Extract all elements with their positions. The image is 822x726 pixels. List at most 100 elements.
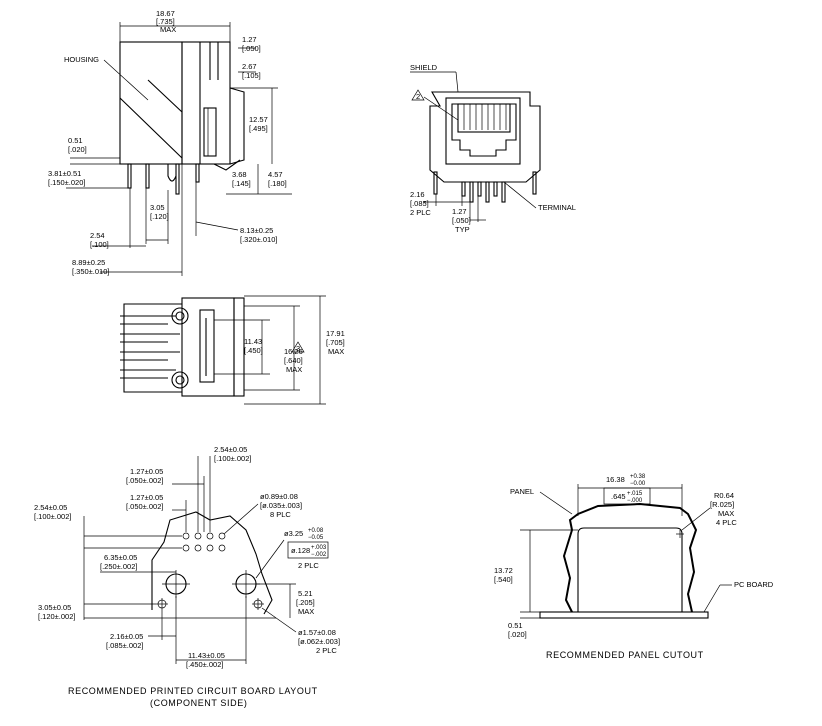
dim-2-16-pcb-mm: 2.16±0.05 (110, 632, 143, 641)
panel-cutout-annotations: PANEL 16.38 +0.38 −0.00 .645 +.015 −.000… (494, 474, 774, 660)
dim-1-27-front-mm: 1.27 (452, 207, 467, 216)
side-view-outline (119, 41, 245, 195)
label-pc-board: PC BOARD (734, 580, 774, 589)
dim-6-35-in: [.250±.002] (100, 562, 137, 571)
dim-2-54-pcb-in: [.100±.002] (214, 454, 251, 463)
dim-0-51-panel-mm: 0.51 (508, 621, 523, 630)
pcb-layout-outline (84, 511, 276, 619)
dim-1-57-in: [ø.062±.003] (298, 637, 340, 646)
dim-16-38-plus: +0.38 (630, 474, 646, 480)
dim-11-43-pcb-mm: 11.43±0.05 (188, 651, 225, 660)
dim-2-54-in: [.100] (90, 240, 109, 249)
pcb-layout-subcaption: (COMPONENT SIDE) (150, 698, 247, 708)
dim-12-57-mm: 12.57 (249, 115, 268, 124)
dim-16-38-in: .645 (611, 492, 626, 501)
dim-1-27-mm: 1.27 (242, 35, 257, 44)
dim-2-67-in: [.105] (242, 71, 261, 80)
top-view: 11.43 [.450] 3 16.26 [.640] MAX 17.91 [.… (120, 295, 345, 405)
dim-1-27b-in: [.050±.002] (126, 502, 163, 511)
side-view: 18.67 [.735] MAX HOUSING 1.27 [.050] 2.6… (48, 9, 292, 276)
dim-3-68-in: [.145] (232, 179, 251, 188)
dim-16-38-inch-box (603, 487, 651, 505)
dim-1-27a-mm: 1.27±0.05 (130, 467, 163, 476)
dim-18-67-mm: 18.67 (156, 9, 175, 18)
dim-3-05-in: [.120] (150, 212, 169, 221)
dim-18-67-in: [.735] (156, 17, 175, 26)
pcb-layout-dimensions: 2.54±0.05 [.100±.002] 1.27±0.05 [.050±.0… (34, 445, 340, 708)
dim-12-57-in: [.495] (249, 124, 268, 133)
dim-16-38-minus: −0.00 (630, 481, 646, 487)
dim-3-05-pcb-in: [.120±.002] (38, 612, 75, 621)
dim-1-27-in: [.050] (242, 44, 261, 53)
dim-r0-64-max: MAX (718, 509, 734, 518)
dim-8-89-mm: 8.89±0.25 (72, 258, 105, 267)
dim-4-57-mm: 4.57 (268, 170, 283, 179)
dim-2-16-mm: 2.16 (410, 190, 425, 199)
panel-cutout-outline (520, 502, 709, 619)
panel-cutout-caption: RECOMMENDED PANEL CUTOUT (546, 650, 704, 660)
note-2-number: 2 (416, 92, 420, 101)
dim-0-51-in: [.020] (68, 145, 87, 154)
label-housing: HOUSING (64, 55, 99, 64)
dim-2-54-mm: 2.54 (90, 231, 105, 240)
dim-8-89-in: [.350±.010] (72, 267, 109, 276)
dim-5-21-mm: 5.21 (298, 589, 313, 598)
dim-6-35-mm: 6.35±0.05 (104, 553, 137, 562)
dim-0-89-plc: 8 PLC (270, 510, 291, 519)
dim-16-38-in-plus: +.015 (627, 491, 643, 497)
dim-3-05-mm: 3.05 (150, 203, 165, 212)
dim-1-57-mm: ø1.57±0.08 (298, 628, 336, 637)
dim-8-13-in: [.320±.010] (240, 235, 277, 244)
note-2-triangle (411, 89, 425, 101)
dim-2-67-mm: 2.67 (242, 62, 257, 71)
dim-2-16-in: [.085] (410, 199, 429, 208)
dim-r0-64-in: [R.025] (710, 500, 734, 509)
dim-2-54-left-in: [.100±.002] (34, 512, 71, 521)
dim-17-91-in: [.705] (326, 338, 345, 347)
panel-cutout: PANEL 16.38 +0.38 −0.00 .645 +.015 −.000… (494, 474, 774, 660)
pcb-layout-caption: RECOMMENDED PRINTED CIRCUIT BOARD LAYOUT (68, 686, 318, 696)
note-3-triangle (291, 341, 305, 353)
dim-16-26-max: MAX (286, 365, 302, 374)
dim-3-05-pcb-mm: 3.05±0.05 (38, 603, 71, 612)
dim-3-25-mm: ø3.25 (284, 529, 303, 538)
dim-0-89-in: [ø.035±.003] (260, 501, 302, 510)
dim-3-25-in-plus: +.003 (311, 545, 327, 551)
dim-8-13-mm: 8.13±0.25 (240, 226, 273, 235)
dim-2-16-pcb-in: [.085±.002] (106, 641, 143, 650)
dim-11-43-pcb-in: [.450±.002] (186, 660, 223, 669)
dim-2-54-pcb-mm: 2.54±0.05 (214, 445, 247, 454)
dim-0-51-panel-in: [.020] (508, 630, 527, 639)
dim-17-91-mm: 17.91 (326, 329, 345, 338)
dim-3-25-inch-box (287, 541, 329, 559)
dim-2-54-left-mm: 2.54±0.05 (34, 503, 67, 512)
label-terminal: TERMINAL (538, 203, 576, 212)
dim-5-21-max: MAX (298, 607, 314, 616)
dim-11-43-top-in: [.450] (244, 346, 263, 355)
dim-0-89-mm: ø0.89±0.08 (260, 492, 298, 501)
front-view: SHIELD 2 TERMINAL 2.16 [.085] 2 PLC 1.27… (410, 63, 576, 234)
pcb-layout: 2.54±0.05 [.100±.002] 1.27±0.05 [.050±.0… (34, 445, 340, 708)
dim-1-27-front-in: [.050] (452, 216, 471, 225)
dim-18-67-max: MAX (160, 25, 176, 34)
top-view-dimensions: 11.43 [.450] 3 16.26 [.640] MAX 17.91 [.… (214, 295, 345, 405)
side-view-dimensions: 18.67 [.735] MAX HOUSING 1.27 [.050] 2.6… (48, 9, 292, 276)
dim-3-25-plus: +0.08 (308, 528, 324, 534)
label-shield: SHIELD (410, 63, 438, 72)
dim-17-91-max: MAX (328, 347, 344, 356)
dim-13-72-mm: 13.72 (494, 566, 513, 575)
dim-1-27-front-typ: TYP (455, 225, 470, 234)
dim-11-43-top-mm: 11.43 (244, 337, 262, 346)
dim-3-81-in: [.150±.020] (48, 178, 85, 187)
dim-3-25-plc: 2 PLC (298, 561, 319, 570)
dim-1-57-plc: 2 PLC (316, 646, 337, 655)
dim-13-72-in: [.540] (494, 575, 513, 584)
dim-r0-64-plc: 4 PLC (716, 518, 737, 527)
dim-r0-64-mm: R0.64 (714, 491, 734, 500)
top-view-outline (120, 297, 245, 397)
dim-16-26-mm: 16.26 (284, 347, 303, 356)
front-view-annotations: SHIELD 2 TERMINAL 2.16 [.085] 2 PLC 1.27… (410, 63, 576, 234)
front-view-outline (429, 91, 541, 203)
dim-3-25-in-minus: −.002 (311, 552, 327, 558)
